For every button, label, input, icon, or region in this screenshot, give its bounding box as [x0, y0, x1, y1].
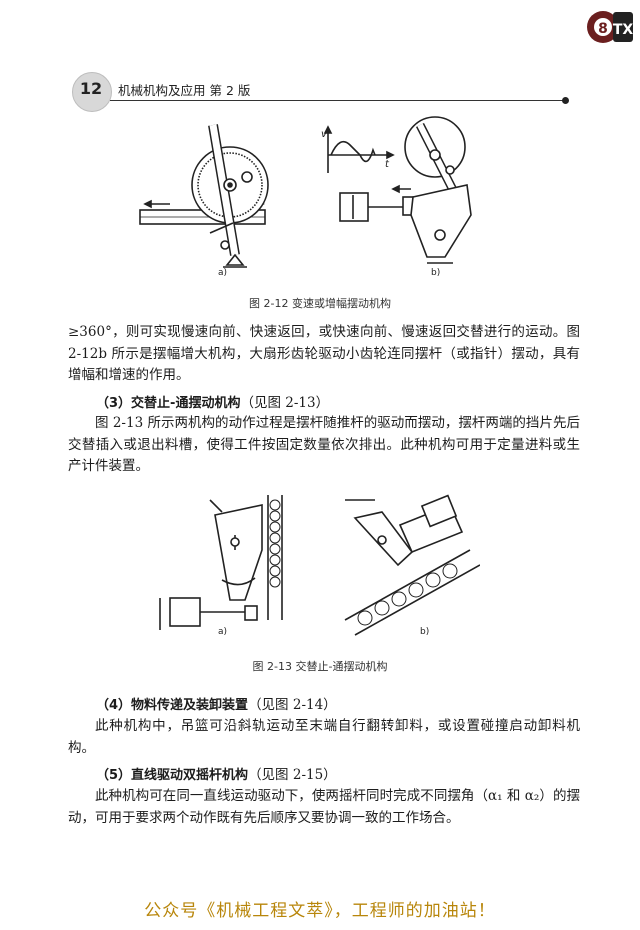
fig-2-12b-drawing: v t b) — [321, 116, 472, 278]
fig-2-13-label-a: a) — [218, 627, 227, 637]
heading-3-number: （3） — [96, 396, 132, 411]
page-number-badge — [72, 72, 112, 112]
fig-2-12a-drawing: a) — [139, 124, 269, 278]
svg-text:8: 8 — [598, 21, 608, 37]
header-title: 机械机构及应用 第 2 版 — [118, 83, 251, 98]
figure-2-13: a) b) — [150, 490, 481, 640]
heading-5-title: 直线驱动双摇杆机构 — [131, 768, 249, 783]
heading-3-ref: （见图 2-13） — [240, 395, 330, 411]
svg-text:TX: TX — [613, 22, 634, 38]
header-rule-dot — [562, 97, 569, 104]
figure-2-12-caption: 图 2-12 变速或增幅摆动机构 — [249, 297, 391, 310]
fig-2-13b-drawing: b) — [344, 494, 481, 637]
fig-2-12-axis-v: v — [321, 129, 328, 140]
body-paragraph-1: ≥360°，则可实现慢速向前、快速返回，或快速向前、慢速返回交替进行的运动。图 … — [68, 324, 580, 383]
body-paragraph-4: 此种机构可在同一直线运动驱动下，使两摇杆同时完成不同摆角（α₁ 和 α₂）的摆动… — [68, 788, 580, 826]
publisher-logo: TX 8 — [583, 6, 635, 48]
header-rule — [110, 100, 565, 101]
section-heading-5: （5）直线驱动双摇杆机构（见图 2-15） — [96, 763, 337, 783]
body-paragraph-3: 此种机构中，吊篮可沿斜轨运动至末端自行翻转卸料，或设置碰撞启动卸料机构。 — [68, 718, 580, 756]
running-header: 12 机械机构及应用 第 2 版 — [72, 72, 572, 112]
figure-2-13-caption: 图 2-13 交替止-通摆动机构 — [252, 660, 388, 673]
body-paragraph-2: 图 2-13 所示两机构的动作过程是摆杆随推杆的驱动而摆动，摆杆两端的挡片先后交… — [68, 415, 580, 474]
heading-4-ref: （见图 2-14） — [248, 697, 337, 713]
heading-5-ref: （见图 2-15） — [248, 767, 337, 783]
gear-logo-icon: TX 8 — [587, 11, 634, 43]
footer-banner: 公众号《机械工程文萃》，工程师的加油站！ — [144, 901, 496, 921]
fig-2-12-axis-t: t — [385, 159, 390, 170]
figure-2-12: a) v t b) — [135, 115, 515, 285]
fig-2-12-label-b: b) — [431, 268, 440, 278]
heading-4-title: 物料传递及装卸装置 — [131, 698, 249, 713]
section-heading-3: （3）交替止-通摆动机构（见图 2-13） — [96, 391, 329, 411]
fig-2-13a-drawing: a) — [159, 495, 283, 637]
section-heading-4: （4）物料传递及装卸装置（见图 2-14） — [96, 693, 337, 713]
heading-3-title: 交替止-通摆动机构 — [131, 396, 241, 411]
page-number: 12 — [79, 79, 103, 98]
fig-2-13-label-b: b) — [420, 627, 429, 637]
fig-2-12-label-a: a) — [218, 268, 227, 278]
heading-5-number: （5） — [96, 768, 132, 783]
heading-4-number: （4） — [96, 698, 132, 713]
